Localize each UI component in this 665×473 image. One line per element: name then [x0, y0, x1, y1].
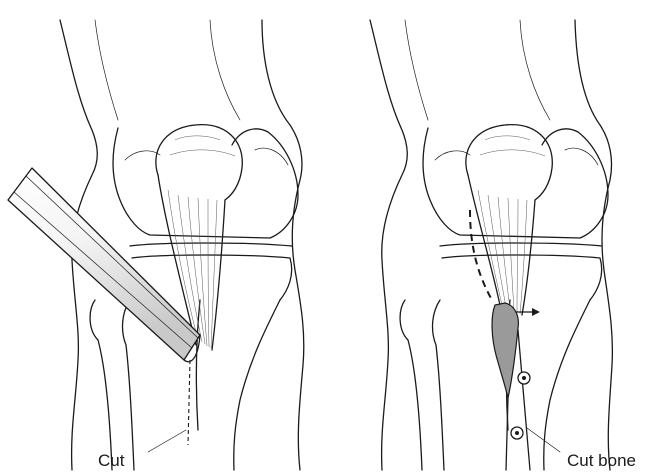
left-cut-leader — [148, 430, 186, 452]
right-thigh-contour-2 — [520, 20, 550, 120]
left-patella-texture — [170, 136, 235, 156]
right-thigh-contour — [405, 20, 428, 120]
right-patella-texture — [480, 136, 545, 156]
left-condyle-detail — [125, 148, 288, 165]
right-knee-panel: Cut bone — [370, 20, 636, 470]
left-cut-line — [188, 360, 190, 445]
left-joint-line — [130, 243, 292, 246]
right-tendon-fibers — [478, 190, 527, 314]
left-knee-panel: Cut — [8, 20, 304, 470]
tibial-tubercle-graft — [492, 303, 518, 398]
left-femur-condyles — [113, 128, 298, 238]
left-fibula — [90, 300, 134, 470]
right-joint-line — [440, 243, 602, 246]
right-condyle-detail — [435, 148, 598, 165]
right-fibula — [400, 300, 444, 470]
left-thigh-contour — [95, 20, 118, 120]
screw-icon — [518, 372, 530, 384]
cut-bone-strip-right — [518, 330, 530, 470]
cut-bone-label: Cut bone — [567, 451, 636, 470]
surgical-saw-instrument — [8, 168, 200, 362]
right-leg-outline-left — [370, 20, 407, 470]
screw-icon — [511, 427, 523, 439]
right-femur-condyles — [423, 128, 608, 238]
left-thigh-contour-2 — [210, 20, 240, 120]
left-cut-label: Cut — [98, 451, 125, 470]
